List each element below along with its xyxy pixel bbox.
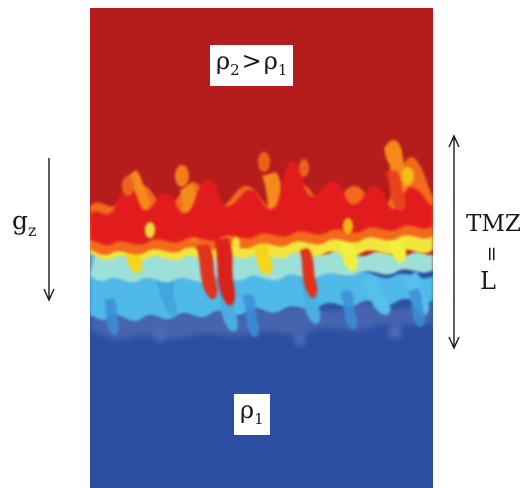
tmz-equals-sign: = — [480, 245, 505, 263]
density-relation: > — [241, 47, 262, 75]
heavy-fluid-label: ρ2>ρ1 — [210, 45, 294, 86]
reference-density-symbol: ρ — [263, 47, 278, 75]
tmz-length-symbol: L — [480, 267, 496, 295]
light-fluid-label: ρ1 — [234, 394, 270, 435]
light-density-symbol: ρ — [240, 396, 255, 424]
gravity-arrow — [43, 158, 55, 302]
turbulent-mixing-zone — [90, 140, 433, 346]
heavy-density-symbol: ρ — [216, 47, 231, 75]
gravity-symbol: g — [12, 206, 29, 235]
reference-density-subscript: 1 — [277, 61, 288, 79]
gravity-subscript: z — [28, 221, 37, 240]
gravity-label: gz — [12, 208, 36, 239]
tmz-acronym: TMZ — [466, 211, 521, 237]
light-density-subscript: 1 — [254, 410, 264, 428]
heavy-density-subscript: 2 — [230, 61, 240, 79]
mixing-zone-length-arrow — [448, 134, 460, 350]
